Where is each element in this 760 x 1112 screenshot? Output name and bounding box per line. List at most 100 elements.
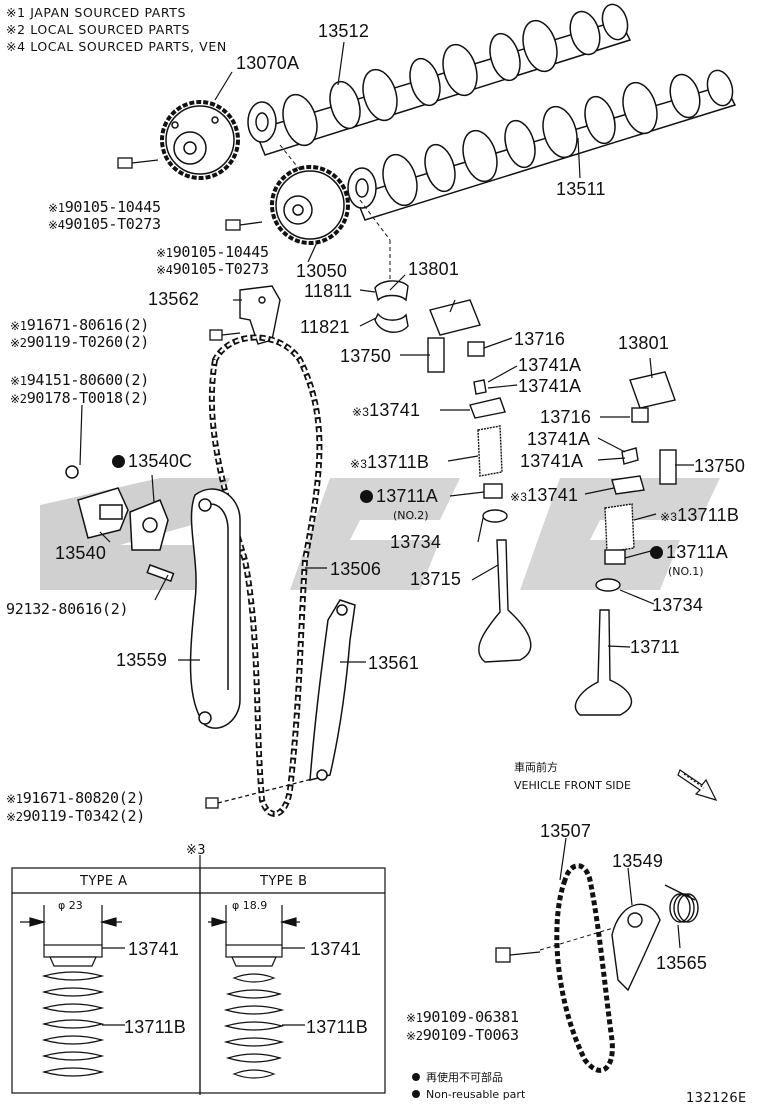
label-11821[interactable]: 11821 [300, 317, 350, 337]
chain-tensioner-slipper-13559 [189, 488, 241, 729]
type-a-retainer-label[interactable]: 13741 [128, 939, 180, 959]
legend-non-reusable-jp: 再使用不可部品 [412, 1072, 503, 1084]
partnum-94151-80600[interactable]: ※194151-80600(2) [10, 372, 149, 390]
oil-pump-chain-13507 [554, 863, 615, 1073]
label-13540[interactable]: 13540 [55, 543, 107, 563]
label-13716-b[interactable]: 13716 [540, 407, 592, 427]
label-13559[interactable]: 13559 [116, 650, 168, 670]
label-13565[interactable]: 13565 [656, 953, 708, 973]
type-b-drawing [208, 905, 305, 1079]
mark-2: ※2 [10, 336, 27, 350]
legend-non-reusable-en: Non-reusable part [412, 1089, 525, 1101]
partnum-91671-80616[interactable]: ※191671-80616(2) [10, 317, 149, 335]
mark-3: ※3 [350, 457, 368, 471]
label-no1: (NO.1) [668, 565, 704, 578]
label-13734-b[interactable]: 13734 [652, 595, 704, 615]
partnum-text: 90105-T0273 [172, 260, 269, 278]
label-13716-a[interactable]: 13716 [514, 329, 566, 349]
label-13801-a[interactable]: 13801 [408, 259, 460, 279]
timing-chain-13506-inner [210, 336, 321, 816]
label-13801-b[interactable]: 13801 [618, 333, 670, 353]
partnum-90119-T0260[interactable]: ※290119-T0260(2) [10, 334, 149, 352]
partnum-text: 90109-06381 [422, 1008, 519, 1026]
label-13711A-b[interactable]: 13711A [650, 543, 728, 561]
non-reusable-dot [360, 490, 373, 503]
vehicle-front-en: VEHICLE FRONT SIDE [514, 779, 631, 792]
label-13741A-3[interactable]: 13741A [527, 429, 591, 449]
chain-tensioner-arm-13549 [611, 903, 661, 992]
label-13741-a[interactable]: ※313741 [352, 401, 420, 421]
label-13506[interactable]: 13506 [330, 559, 382, 579]
partnum-90105-T0273-a[interactable]: ※490105-T0273 [48, 216, 161, 234]
mark-4: ※4 [156, 263, 173, 277]
label-13561[interactable]: 13561 [368, 653, 420, 673]
mark-1: ※1 [10, 319, 27, 333]
label-11811[interactable]: 11811 [304, 281, 353, 301]
mark-2: ※2 [6, 810, 23, 824]
label-13711B-b[interactable]: ※313711B [660, 506, 739, 526]
label-13741A-1[interactable]: 13741A [518, 355, 582, 375]
label-13711A-a[interactable]: 13711A [360, 487, 438, 505]
type-table-mark-3: ※3 [186, 843, 206, 858]
mark-2: ※2 [406, 1029, 423, 1043]
figure-id: 132126E [686, 1091, 747, 1106]
chain-vibration-damper-13561 [309, 599, 356, 781]
label-13750-b[interactable]: 13750 [694, 456, 746, 476]
partnum-text: 90178-T0018(2) [26, 389, 150, 407]
label-13507[interactable]: 13507 [540, 821, 592, 841]
partnum-90178-T0018[interactable]: ※290178-T0018(2) [10, 390, 149, 408]
camshaft-13512 [247, 3, 632, 156]
legend-en-text: Non-reusable part [426, 1088, 526, 1101]
bolt-90109 [495, 947, 541, 963]
label-13711A-a-text: 13711A [376, 486, 438, 506]
partnum-text: 90109-T0063 [422, 1026, 519, 1044]
label-13549[interactable]: 13549 [612, 851, 664, 871]
label-13741-b[interactable]: ※313741 [510, 486, 578, 506]
label-13511[interactable]: 13511 [556, 179, 606, 199]
cam-timing-gear-13050 [270, 165, 350, 245]
camshaft-bearings [374, 280, 676, 409]
type-b-spring-label[interactable]: 13711B [306, 1017, 368, 1037]
mark-4: ※4 [48, 218, 65, 232]
label-13050[interactable]: 13050 [296, 261, 348, 281]
chain-guide-bracket-13562 [239, 285, 281, 345]
partnum-90105-10445-a[interactable]: ※190105-10445 [48, 199, 161, 217]
label-13711[interactable]: 13711 [630, 637, 680, 657]
label-13715[interactable]: 13715 [410, 569, 462, 589]
label-13562[interactable]: 13562 [148, 289, 200, 309]
type-b-diameter: φ 18.9 [232, 899, 268, 912]
type-b-retainer-label[interactable]: 13741 [310, 939, 362, 959]
label-13734-a[interactable]: 13734 [390, 532, 442, 552]
label-13741A-2[interactable]: 13741A [518, 376, 582, 396]
non-reusable-dot [650, 546, 663, 559]
label-13070A[interactable]: 13070A [236, 53, 300, 73]
label-13540C-text: 13540C [128, 451, 193, 471]
partnum-text: 91671-80616(2) [26, 316, 150, 334]
partnum-90109-T0063[interactable]: ※290109-T0063 [406, 1027, 519, 1045]
partnum-text: 90105-10445 [64, 198, 161, 216]
partnum-text: 94151-80600(2) [26, 371, 150, 389]
partnum-text: 90119-T0260(2) [26, 333, 150, 351]
mark-3: ※3 [352, 405, 370, 419]
type-a-spring-label[interactable]: 13711B [124, 1017, 186, 1037]
partnum-90105-T0273-b[interactable]: ※490105-T0273 [156, 261, 269, 279]
label-no2: (NO.2) [393, 509, 429, 522]
legend-jp-text: 再使用不可部品 [426, 1071, 503, 1084]
label-13741A-4[interactable]: 13741A [520, 451, 584, 471]
vehicle-front-jp: 車両前方 [514, 761, 558, 774]
cam-timing-gear-13070A [160, 100, 240, 180]
partnum-90105-10445-b[interactable]: ※190105-10445 [156, 244, 269, 262]
label-13512[interactable]: 13512 [318, 21, 370, 41]
partnum-91671-80820[interactable]: ※191671-80820(2) [6, 790, 145, 808]
label-13750-a[interactable]: 13750 [340, 346, 392, 366]
partnum-90109-06381[interactable]: ※190109-06381 [406, 1009, 519, 1027]
label-13711B-a[interactable]: ※313711B [350, 453, 429, 473]
label-13741-a-text: 13741 [369, 400, 421, 420]
label-13540C[interactable]: 13540C [112, 452, 192, 470]
mark-3: ※3 [510, 490, 528, 504]
label-13711B-a-text: 13711B [367, 452, 430, 472]
partnum-92132-80616[interactable]: 92132-80616(2) [6, 600, 129, 618]
partnum-90119-T0342[interactable]: ※290119-T0342(2) [6, 808, 145, 826]
tensioner-spring-13565 [664, 884, 699, 923]
